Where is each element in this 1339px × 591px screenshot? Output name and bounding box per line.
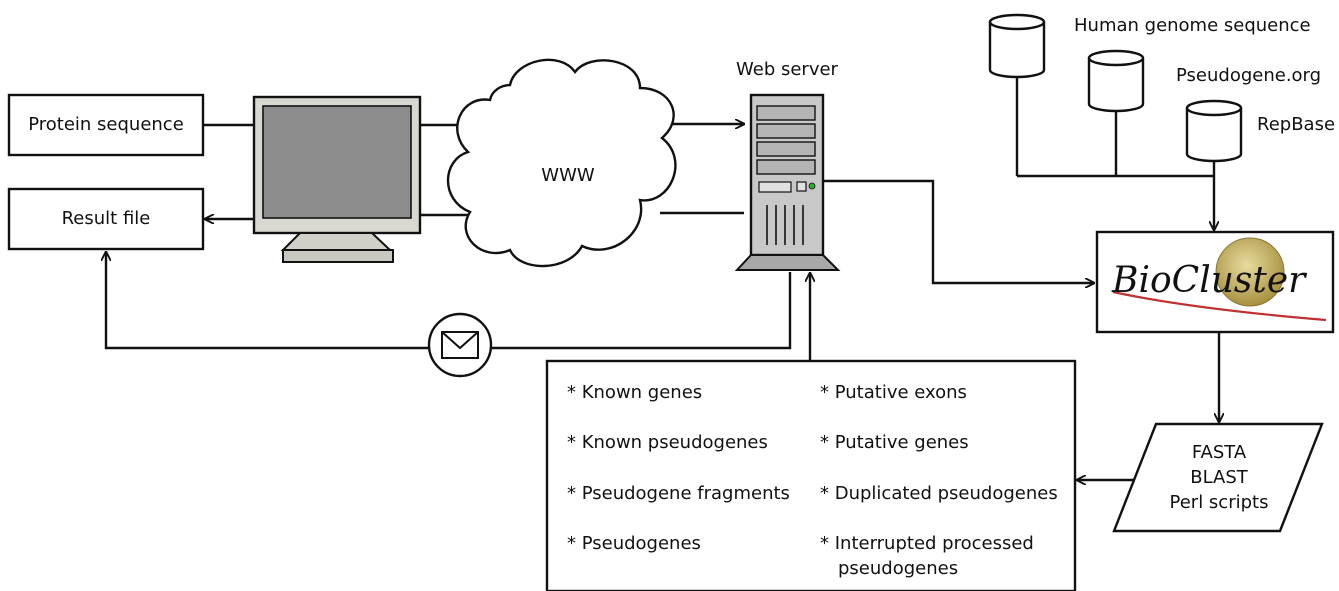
result-item-putative-exons: * Putative exons — [820, 382, 967, 403]
database-label-human-genome: Human genome sequence — [1074, 15, 1311, 36]
result-item-putative-genes: * Putative genes — [820, 432, 969, 453]
tool-fasta: FASTA — [1192, 442, 1247, 463]
www-label: WWW — [541, 165, 595, 186]
web-server-icon — [734, 93, 841, 271]
biocluster-box — [1095, 230, 1335, 334]
result-item-interrupted-processed-cont: pseudogenes — [838, 558, 958, 579]
result-item-pseudogenes: * Pseudogenes — [567, 533, 701, 554]
result-item-known-pseudogenes: * Known pseudogenes — [567, 432, 768, 453]
result-file-label: Result file — [62, 208, 151, 229]
biocluster-logo-text: BioCluster — [1111, 260, 1307, 301]
result-item-pseudogene-fragments: * Pseudogene fragments — [567, 483, 790, 504]
monitor-icon — [252, 95, 422, 263]
tool-perl-scripts: Perl scripts — [1170, 492, 1269, 513]
database-icon-pseudogene-org — [1087, 49, 1145, 113]
tool-blast: BLAST — [1190, 467, 1249, 488]
database-label-repbase: RepBase — [1257, 114, 1335, 135]
tools-parallelogram — [1112, 422, 1324, 533]
server-to-cluster-arrow — [823, 179, 1094, 283]
result-file-box — [7, 187, 205, 251]
protein-sequence-label: Protein sequence — [28, 114, 184, 135]
database-icon-repbase — [1185, 99, 1243, 163]
database-icon-human-genome — [988, 13, 1046, 79]
result-item-known-genes: * Known genes — [567, 382, 702, 403]
web-server-label: Web server — [736, 59, 839, 80]
envelope-icon — [427, 312, 493, 378]
database-label-pseudogene-org: Pseudogene.org — [1176, 65, 1321, 86]
protein-sequence-box — [7, 93, 205, 157]
results-box — [545, 359, 1077, 591]
www-cloud-icon — [446, 58, 677, 268]
result-item-duplicated-pseudogenes: * Duplicated pseudogenes — [820, 483, 1058, 504]
result-item-interrupted-processed: * Interrupted processed — [820, 533, 1034, 554]
biocluster-logo: BioCluster — [1111, 237, 1327, 322]
